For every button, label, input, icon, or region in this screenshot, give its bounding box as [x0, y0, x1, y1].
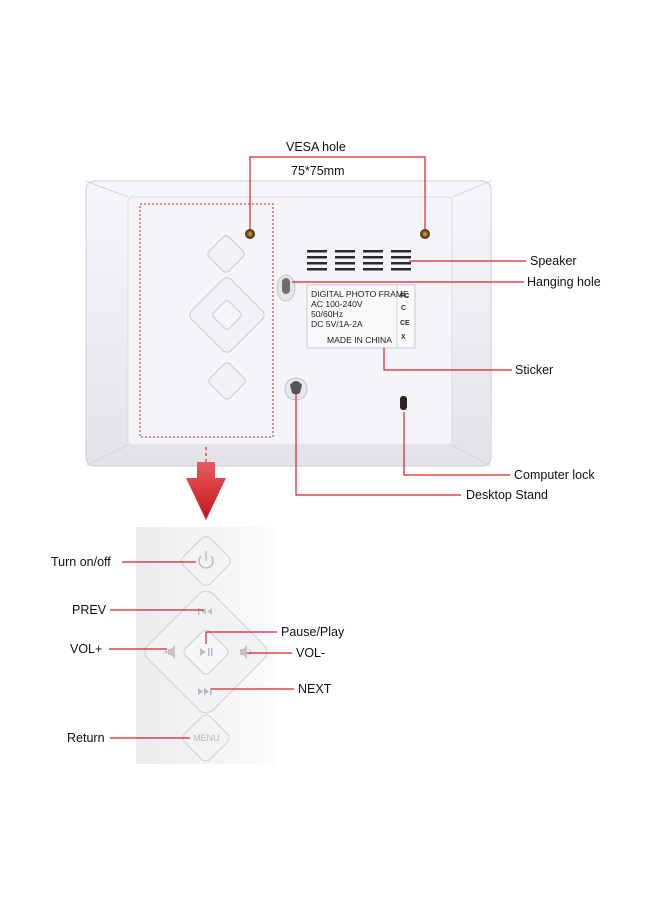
sticker: DIGITAL PHOTO FRAME AC 100-240V 50/60Hz …	[306, 284, 416, 349]
menu-button	[182, 714, 230, 762]
sticker-label: Sticker	[515, 363, 553, 377]
speaker-grille	[307, 250, 411, 271]
vol-minus-label: VOL-	[296, 646, 325, 660]
frame-power-button	[207, 235, 245, 273]
speaker-minus-icon	[240, 645, 251, 659]
sticker-line-3: 50/60Hz	[311, 309, 343, 319]
vesa-hole-right	[420, 229, 430, 239]
desktop-stand-socket	[284, 377, 308, 401]
play-pause-icon	[200, 648, 213, 656]
vesa-size-label: 75*75mm	[291, 164, 345, 178]
frame-menu-button	[208, 362, 246, 400]
pause-play-label: Pause/Play	[281, 625, 345, 639]
computer-lock-slot	[400, 396, 407, 410]
sticker-line-4: DC 5V/1A-2A	[311, 319, 363, 329]
speaker-plus-icon	[164, 645, 175, 659]
top-callouts: VESA hole 75*75mm Speaker Hanging hole S…	[249, 140, 601, 502]
frame-play-button	[212, 300, 242, 330]
hanging-hole-label: Hanging hole	[527, 275, 601, 289]
button-area-highlight	[139, 203, 274, 438]
weee-bin-icon: X	[401, 334, 406, 341]
c-tick-mark-icon: C	[401, 305, 406, 312]
frame-back: DIGITAL PHOTO FRAME AC 100-240V 50/60Hz …	[85, 180, 492, 467]
return-label: Return	[67, 731, 105, 745]
computer-lock-label: Computer lock	[514, 468, 595, 482]
prev-label: PREV	[72, 603, 107, 617]
arrow-down-icon	[186, 447, 226, 520]
menu-button-label: MENU	[193, 733, 220, 743]
turn-on-off-label: Turn on/off	[51, 555, 111, 569]
vesa-hole-left	[245, 229, 255, 239]
bottom-callouts: Turn on/off PREV VOL+ Pause/Play VOL- NE…	[51, 555, 345, 745]
next-label: NEXT	[298, 682, 332, 696]
hanging-hole	[276, 274, 296, 302]
skip-forward-icon	[198, 688, 212, 695]
speaker-label: Speaker	[530, 254, 577, 268]
frame-buttons	[189, 235, 265, 400]
desktop-stand-label: Desktop Stand	[466, 488, 548, 502]
ce-mark-icon: CE	[400, 320, 410, 327]
sticker-line-2: AC 100-240V	[311, 299, 363, 309]
fcc-mark-icon: FC	[400, 293, 409, 300]
sticker-line-1: DIGITAL PHOTO FRAME	[311, 289, 409, 299]
power-icon	[198, 551, 214, 569]
vol-plus-label: VOL+	[70, 642, 102, 656]
button-closeup: MENU	[136, 527, 275, 764]
sticker-line-5: MADE IN CHINA	[327, 335, 392, 345]
skip-back-icon	[198, 608, 212, 615]
vesa-hole-label: VESA hole	[286, 140, 346, 154]
